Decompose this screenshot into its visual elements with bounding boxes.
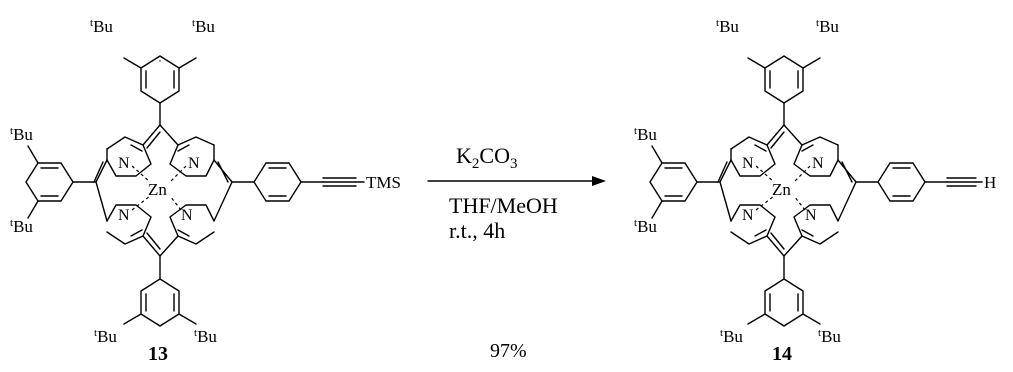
aryl-bottom — [123, 255, 197, 327]
aryl-top — [747, 55, 821, 126]
reactant-molecule-13: N N N N Zn tBu tBu tBu — [10, 17, 401, 346]
nitrogen-atom: N — [805, 207, 817, 224]
tbu-group: tBu — [720, 327, 743, 346]
tbu-group: tBu — [10, 125, 33, 144]
aryl-top — [123, 55, 197, 126]
terminal-hydrogen: H — [984, 173, 996, 192]
zinc-atom: Zn — [148, 180, 167, 199]
aryl-left — [25, 145, 97, 219]
nitrogen-atom: N — [118, 207, 130, 224]
nitrogen-atom: N — [812, 155, 824, 172]
tbu-group: tBu — [90, 17, 113, 36]
tbu-group: tBu — [816, 17, 839, 36]
nitrogen-atom: N — [742, 155, 754, 172]
tbu-group: tBu — [94, 327, 117, 346]
tbu-group: tBu — [10, 217, 33, 236]
nitrogen-atom: N — [181, 207, 193, 224]
product-label: 14 — [772, 343, 792, 365]
tbu-group: tBu — [194, 327, 217, 346]
product-molecule-14: N N N N Zn tBu tBu tBu tBu — [634, 17, 996, 346]
aryl-right-alkyne — [231, 162, 365, 202]
tbu-group: tBu — [634, 125, 657, 144]
tbu-group: tBu — [818, 327, 841, 346]
nitrogen-atom: N — [742, 207, 754, 224]
aryl-left — [649, 145, 721, 219]
aryl-right-alkyne — [855, 162, 983, 202]
nitrogen-atom: N — [188, 155, 200, 172]
tbu-group: tBu — [192, 17, 215, 36]
nitrogen-atom: N — [118, 155, 130, 172]
tbu-group: tBu — [716, 17, 739, 36]
tms-group: TMS — [366, 173, 401, 192]
yield-text: 97% — [490, 340, 527, 362]
conditions-text: r.t., 4h — [449, 218, 505, 243]
reactant-label: 13 — [148, 343, 168, 365]
reaction-arrow — [427, 176, 606, 186]
aryl-bottom — [747, 255, 821, 327]
tbu-group: tBu — [634, 217, 657, 236]
solvent-text: THF/MeOH — [449, 193, 558, 218]
zinc-atom: Zn — [772, 180, 791, 199]
reagent-text: K2CO3 — [456, 143, 517, 172]
